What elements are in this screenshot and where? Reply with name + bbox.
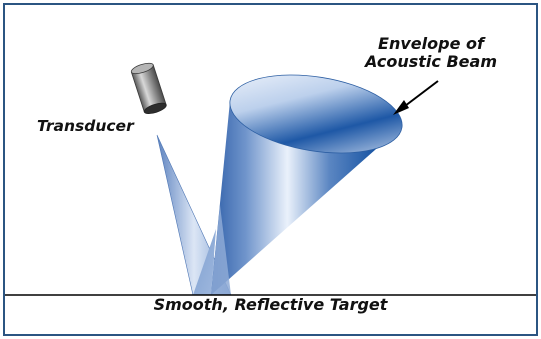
pointer-arrow-icon [393,80,439,115]
diagram-frame: Transducer Envelope of Acoustic Beam Smo… [3,3,538,336]
beam-envelope-label-line1: Envelope of [378,34,484,53]
target-label: Smooth, Reflective Target [153,295,388,314]
beam-overlap [193,229,216,295]
cylinder-transducer-icon [130,62,167,115]
transducer-label: Transducer [37,117,134,135]
cone-opening [229,74,403,154]
beam-envelope-label-line2: Acoustic Beam [365,52,497,72]
beam-diagram [5,62,536,296]
beam-overlap-right [211,205,231,295]
beam-envelope-label: Envelope of Acoustic Beam [365,34,497,72]
